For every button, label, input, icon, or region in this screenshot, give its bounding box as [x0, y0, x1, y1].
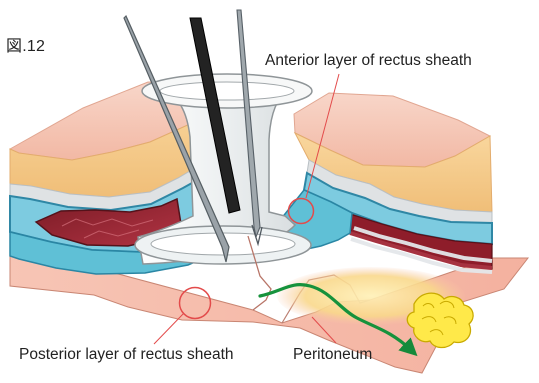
posterior-leader-line: [154, 313, 184, 344]
figure-label: 図.12: [6, 39, 45, 55]
posterior-layer-label: Posterior layer of rectus sheath: [19, 347, 234, 363]
anterior-layer-label: Anterior layer of rectus sheath: [265, 53, 472, 69]
peritoneum-label: Peritoneum: [293, 347, 372, 363]
port-top-ring-inner: [160, 82, 294, 100]
